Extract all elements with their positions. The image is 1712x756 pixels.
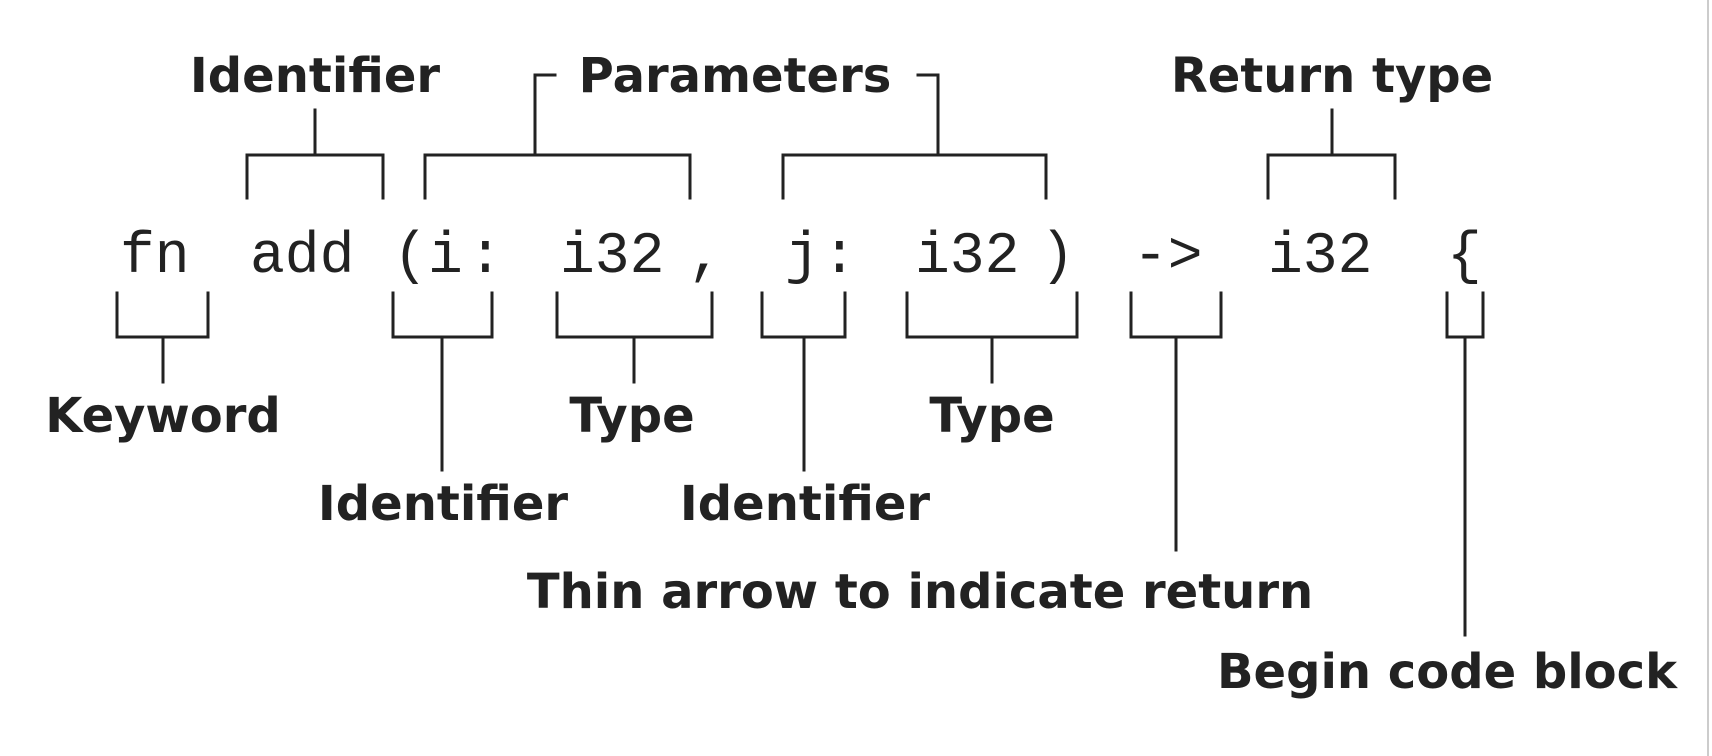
bracket-begin-block (1445, 291, 1485, 637)
bracket-keyword (115, 291, 210, 384)
code-token-i32-2: i32 (915, 225, 1019, 290)
code-token-open-brace: { (1447, 225, 1482, 290)
code-token-thin-arrow: -> (1133, 225, 1203, 290)
bracket-type-first (555, 291, 714, 384)
code-token-i32-return: i32 (1268, 225, 1372, 290)
bracket-parameters-left (423, 153, 692, 200)
bracket-identifier-j (760, 291, 847, 472)
code-token-open-paren: ( (393, 225, 428, 290)
label-keyword: Keyword (45, 388, 281, 444)
bracket-identifier-add (245, 108, 385, 200)
code-token-fn: fn (120, 225, 190, 290)
code-token-add: add (250, 225, 354, 290)
label-parameters: Parameters (579, 48, 892, 104)
label-identifier-add: Identifier (190, 48, 440, 104)
bracket-return-type (1266, 108, 1397, 200)
label-type-first: Type (569, 388, 694, 444)
label-identifier-i: Identifier (318, 476, 568, 532)
label-thin-arrow: Thin arrow to indicate return (527, 564, 1313, 620)
code-token-i32-1: i32 (560, 225, 664, 290)
code-token-j: j (785, 225, 820, 290)
code-token-i: i (428, 225, 463, 290)
label-return-type: Return type (1171, 48, 1493, 104)
bracket-parameters-connector (533, 73, 940, 157)
label-begin-block: Begin code block (1217, 644, 1678, 700)
label-identifier-j: Identifier (680, 476, 930, 532)
code-token-colon-1: : (468, 225, 503, 290)
code-token-colon-2: : (822, 225, 857, 290)
bracket-identifier-i (391, 291, 494, 472)
bracket-parameters-right (781, 153, 1048, 200)
code-token-comma: , (688, 225, 723, 290)
bracket-type-second (905, 291, 1079, 384)
code-token-close-paren: ) (1040, 225, 1075, 290)
code-line: fn add ( i : i32 , j : i32 ) -> i32 { (120, 225, 1482, 290)
bracket-thin-arrow (1129, 291, 1223, 552)
label-type-second: Type (929, 388, 1054, 444)
